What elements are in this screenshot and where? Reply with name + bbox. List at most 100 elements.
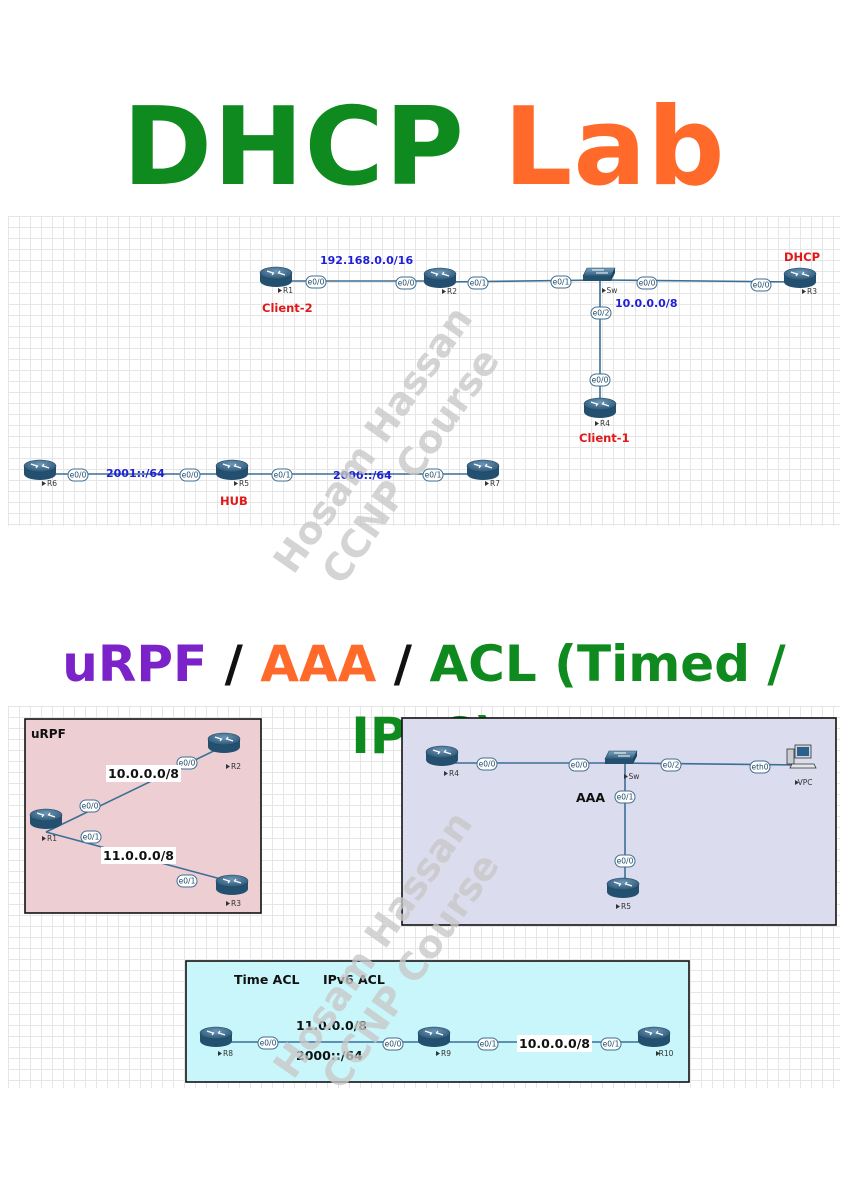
port-name: e0/1: [553, 278, 570, 287]
port-pill: [176, 874, 198, 888]
router-r7: R7: [466, 459, 500, 488]
port-name: e0/0: [179, 759, 196, 768]
router-icon: [29, 808, 63, 830]
port-pill: [636, 276, 658, 290]
title-aaa-word: AAA: [260, 635, 377, 693]
label-arrow-icon: [624, 774, 628, 779]
device-name: R8: [223, 1049, 233, 1058]
label-arrow-icon: [602, 288, 606, 293]
link-sw-vpc-aaa: [621, 762, 801, 766]
port-label: e0/1: [176, 874, 198, 888]
router-icon: [637, 1026, 671, 1048]
port-name: e0/1: [425, 471, 442, 480]
port-pill: [568, 758, 590, 772]
port-pill: [271, 468, 293, 482]
port-name: e0/1: [470, 279, 487, 288]
port-pill: [467, 276, 489, 290]
title-security-labs: uRPF / AAA / ACL (Timed / IPv6): [0, 628, 848, 772]
router-icon: [259, 266, 293, 288]
port-name: e0/0: [639, 279, 656, 288]
label-arrow-icon: [218, 1051, 222, 1056]
label-background: [517, 1035, 592, 1052]
port-pill: [422, 468, 444, 482]
port-label: e0/0: [750, 278, 772, 292]
router-r4-aaa: R4: [425, 745, 459, 778]
router-icon: [215, 874, 249, 896]
device-name: R5: [621, 902, 631, 911]
device-name: R2: [231, 762, 241, 771]
router-icon: [207, 732, 241, 754]
port-pill: [600, 1037, 622, 1051]
network-label-10: 10.0.0.0/8: [615, 297, 677, 310]
port-label: e0/2: [590, 306, 612, 320]
label-arrow-icon: [278, 288, 282, 293]
port-pill: [179, 468, 201, 482]
switch-sw-aaa: Sw: [604, 750, 640, 781]
network-label-10-urpf: 10.0.0.0/8: [108, 766, 179, 781]
role-label-dhcp: DHCP: [784, 250, 820, 264]
label-arrow-icon: [436, 1051, 440, 1056]
ipv6-acl-title: IPv6 ACL: [323, 972, 385, 987]
device-name: R7: [490, 479, 500, 488]
title-separator: /: [376, 635, 430, 693]
label-arrow-icon: [42, 836, 46, 841]
port-name: e0/0: [592, 376, 609, 385]
link-r2-sw: [439, 279, 601, 283]
aaa-title: AAA: [576, 790, 605, 805]
label-arrow-icon: [226, 901, 230, 906]
port-label: e0/0: [179, 468, 201, 482]
port-pill: [750, 278, 772, 292]
port-label: e0/0: [305, 275, 327, 289]
port-label: e0/0: [257, 1036, 279, 1050]
port-pill: [79, 799, 101, 813]
router-r8: R8: [199, 1026, 233, 1058]
port-name: e0/1: [179, 877, 196, 886]
port-pill: [476, 757, 498, 771]
port-name: e0/0: [308, 278, 325, 287]
label-arrow-icon: [42, 481, 46, 486]
router-icon: [606, 877, 640, 899]
port-pill: [80, 830, 102, 844]
router-r1: R1: [259, 266, 293, 295]
title-dhcp-lab: DHCP Lab: [0, 78, 848, 218]
label-arrow-icon: [795, 780, 799, 785]
router-icon: [23, 459, 57, 481]
port-label: e0/1: [477, 1037, 499, 1051]
role-label-client2: Client-2: [262, 301, 313, 315]
network-label-11-urpf: 11.0.0.0/8: [103, 848, 174, 863]
network-label-11-acl: 11.0.0.0/8: [296, 1018, 367, 1033]
port-label: e0/0: [614, 854, 636, 868]
port-pill: [395, 276, 417, 290]
port-label: e0/0: [476, 757, 498, 771]
port-label: e0/1: [550, 275, 572, 289]
label-arrow-icon: [442, 289, 446, 294]
network-label-10-acl: 10.0.0.0/8: [519, 1036, 590, 1051]
device-name: Sw: [607, 286, 618, 295]
label-arrow-icon: [595, 421, 599, 426]
router-r2: R2: [423, 267, 457, 296]
network-label-192: 192.168.0.0/16: [320, 254, 413, 267]
port-pill: [660, 758, 682, 772]
device-name: R1: [283, 286, 293, 295]
urpf-title: uRPF: [31, 727, 66, 741]
port-pill: [589, 373, 611, 387]
device-name: R4: [600, 419, 610, 428]
port-name: e0/0: [182, 471, 199, 480]
port-label: e0/0: [395, 276, 417, 290]
port-name: e0/1: [83, 833, 100, 842]
role-label-client1: Client-1: [579, 431, 630, 445]
router-icon: [466, 459, 500, 481]
switch-icon: [604, 750, 638, 765]
router-r4: R4: [583, 397, 617, 428]
port-pill: [176, 756, 198, 770]
switch-sw: Sw: [582, 267, 618, 295]
port-name: e0/2: [663, 761, 680, 770]
label-arrow-icon: [485, 481, 489, 486]
port-label: e0/0: [79, 799, 101, 813]
title-separator: /: [207, 635, 261, 693]
device-name: Sw: [629, 772, 640, 781]
port-name: e0/0: [617, 857, 634, 866]
label-arrow-icon: [226, 764, 230, 769]
port-pill: [257, 1036, 279, 1050]
